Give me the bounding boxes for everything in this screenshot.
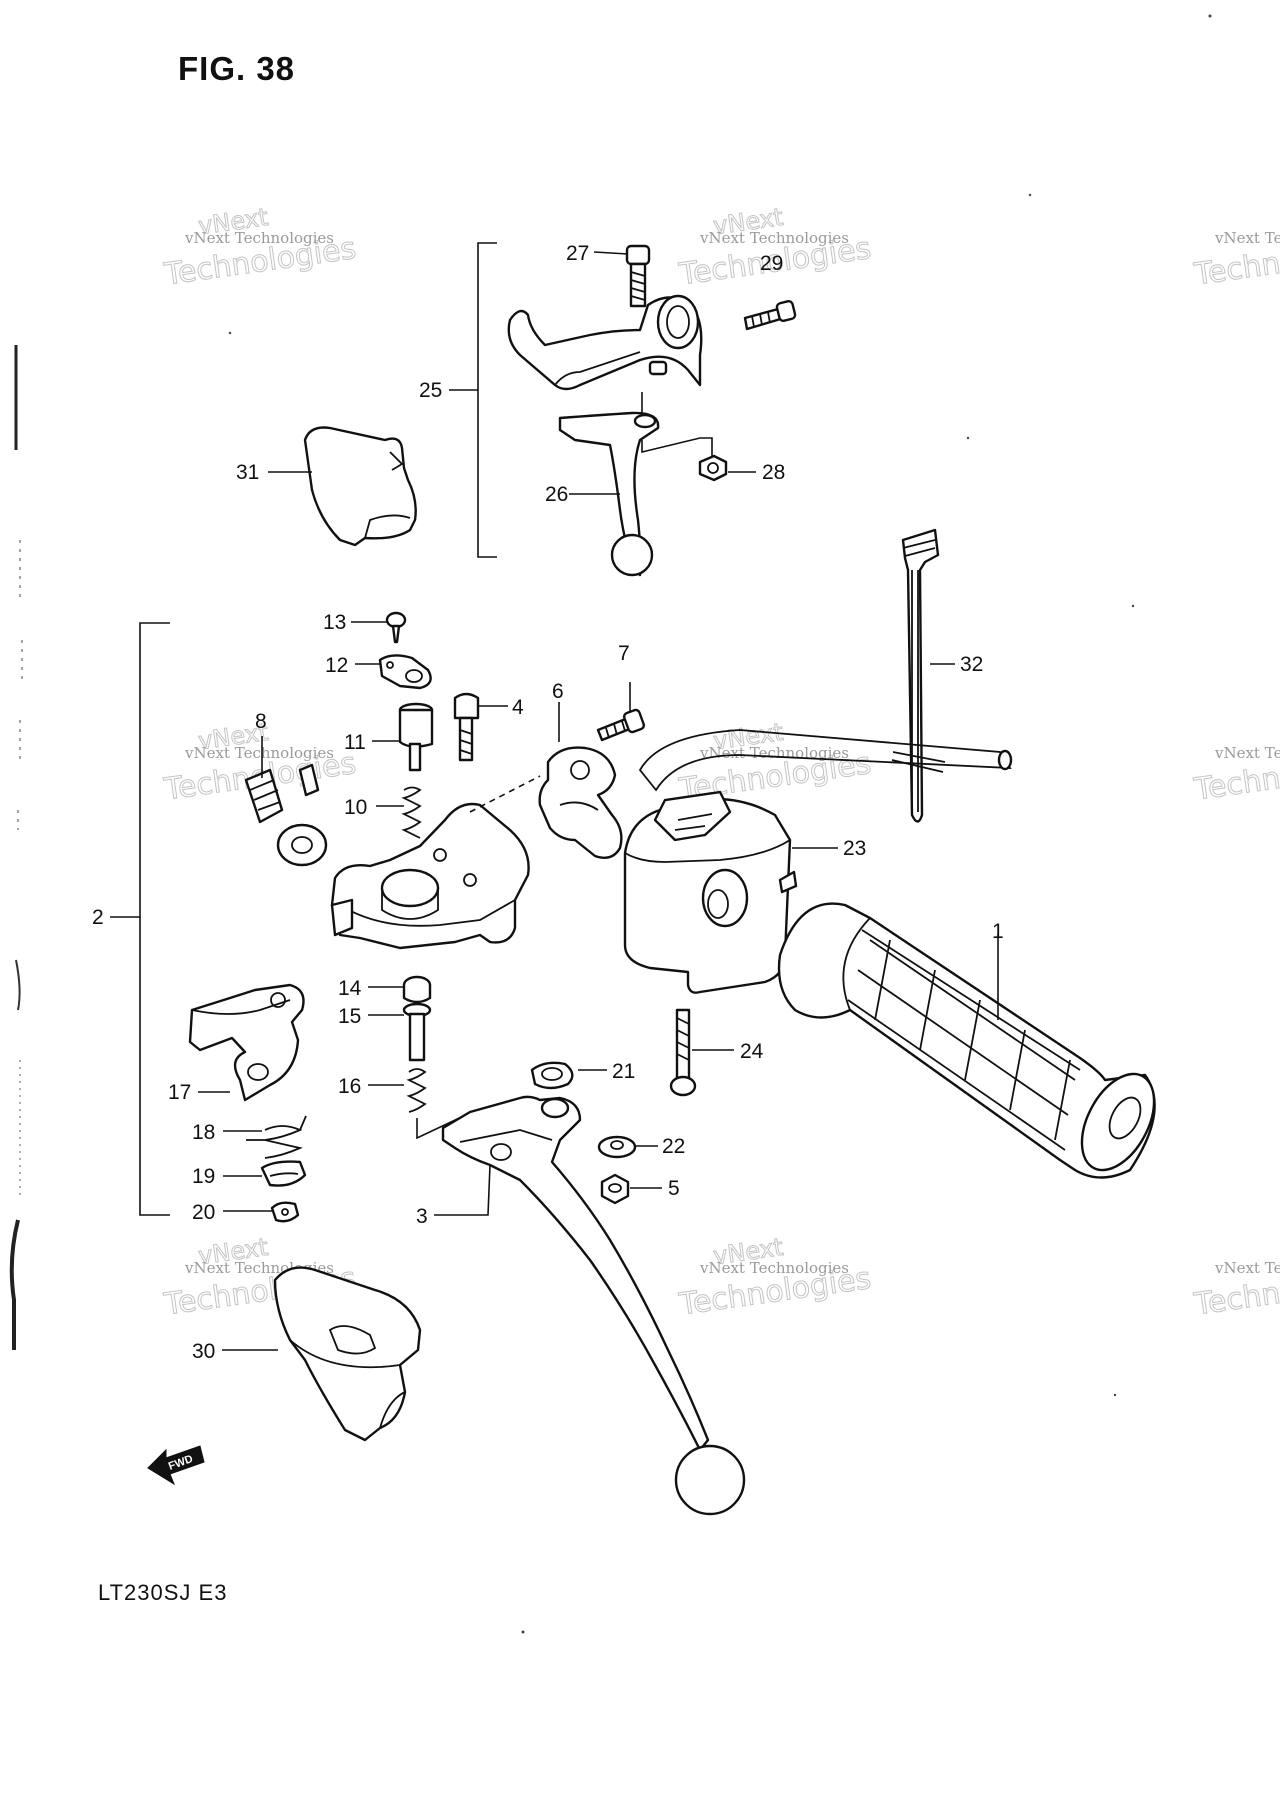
screw-part-24	[669, 1008, 697, 1097]
plate-part-12	[378, 654, 432, 690]
callout-17: 17	[168, 1081, 191, 1104]
watermark-text: vNext Technologies	[1214, 229, 1280, 247]
model-code: LT230SJ E3	[98, 1580, 228, 1605]
watermark-text: vNext Technologies	[184, 229, 334, 247]
watermark-text: vNext Technologies	[1214, 744, 1280, 762]
bracket-assembly-25	[477, 242, 497, 558]
callout-4: 4	[512, 696, 524, 719]
watermark-text: vNext Technologies	[699, 229, 849, 247]
callout-8: 8	[255, 710, 267, 733]
bolt-part-27	[625, 244, 651, 308]
cover-part-17	[188, 983, 305, 1102]
throttle-cable	[638, 729, 1013, 792]
washer-part-19	[260, 1160, 307, 1187]
callout-6: 6	[552, 680, 564, 703]
callout-numbers: 27 29 25 26 28 31 32 13 12 7 6 4 8 11 10…	[92, 242, 1004, 1363]
spring-part-10	[401, 786, 422, 839]
callout-24: 24	[740, 1040, 764, 1063]
callout-18: 18	[192, 1121, 215, 1144]
callout-7: 7	[618, 642, 630, 665]
scan-edge-marks	[9, 345, 23, 1350]
lever-cover-part-30	[273, 1266, 422, 1442]
bolt-part-4	[453, 692, 480, 762]
watermark-text: vNext Technologies	[699, 744, 849, 762]
switch-housing-part-23	[623, 790, 798, 994]
callout-15: 15	[338, 1005, 361, 1028]
callout-11: 11	[344, 731, 366, 754]
callout-5: 5	[668, 1177, 680, 1200]
screw-part-29	[743, 299, 797, 331]
callout-12: 12	[325, 654, 348, 677]
cap-part-14	[402, 975, 432, 1004]
brake-lever-part-26	[558, 411, 713, 577]
callout-25: 25	[419, 379, 442, 402]
spring-part-18	[246, 1115, 307, 1159]
cable-tie-part-32	[901, 528, 940, 823]
figure-title: FIG. 38	[178, 50, 296, 87]
leader-lines	[110, 251, 999, 1351]
washer-part-21	[530, 1061, 574, 1090]
callout-22: 22	[662, 1135, 685, 1158]
adjuster-part-8	[244, 763, 328, 867]
callout-23: 23	[843, 837, 866, 860]
callout-28: 28	[762, 461, 785, 484]
pivot-pin-part-11	[398, 702, 434, 772]
callout-31: 31	[236, 461, 259, 484]
watermark-text: vNext Technologies	[184, 744, 334, 762]
callout-27: 27	[566, 242, 589, 265]
callout-2: 2	[92, 906, 104, 929]
handlebar-grip-part-1	[777, 902, 1156, 1179]
bolt-part-7	[596, 708, 646, 742]
forward-direction-arrow: FWD	[147, 1445, 205, 1486]
screw-part-13	[385, 611, 407, 644]
callout-20: 20	[192, 1201, 215, 1224]
callout-26: 26	[545, 483, 568, 506]
callout-16: 16	[338, 1075, 361, 1098]
clip-part-20	[270, 1201, 300, 1223]
clutch-lever-part-3	[441, 1095, 746, 1516]
clamp-part-6	[538, 746, 623, 859]
callout-1: 1	[992, 920, 1004, 943]
clamp-bracket-part-25	[507, 294, 703, 420]
nut-part-5	[600, 1173, 630, 1205]
watermark-text: vNext Technologies	[699, 1259, 849, 1277]
pin-part-15	[402, 1002, 432, 1062]
callout-19: 19	[192, 1165, 215, 1188]
callout-14: 14	[338, 977, 362, 1000]
washer-part-22	[597, 1135, 637, 1159]
callout-30: 30	[192, 1340, 215, 1363]
nut-part-28	[698, 454, 728, 482]
callout-3: 3	[416, 1205, 428, 1228]
scan-dots	[228, 14, 1212, 1634]
lever-bracket-part-2	[330, 775, 541, 950]
callout-10: 10	[344, 796, 367, 819]
bracket-assembly-2	[139, 622, 170, 1216]
lever-cover-part-31	[303, 426, 417, 547]
callout-21: 21	[612, 1060, 635, 1083]
callout-32: 32	[960, 653, 983, 676]
callout-13: 13	[323, 611, 346, 634]
watermark-text: vNext Technologies	[1214, 1259, 1280, 1277]
callout-29: 29	[760, 252, 783, 275]
